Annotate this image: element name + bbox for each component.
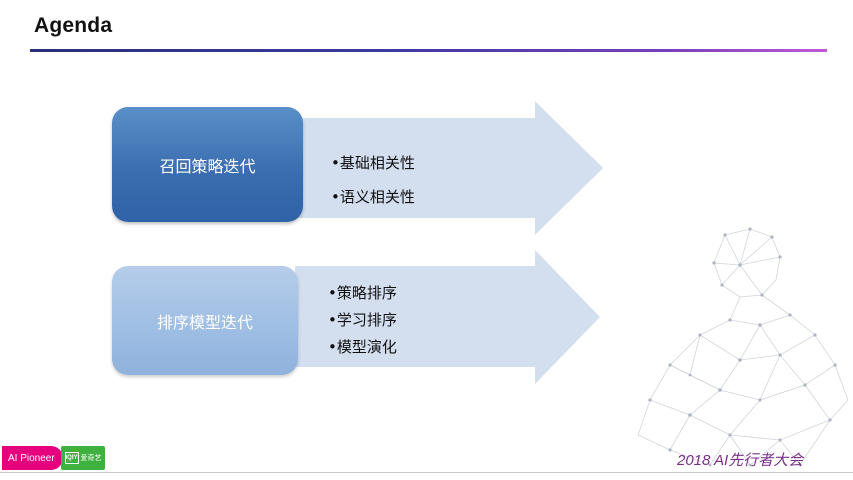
arrow-shape-1 — [295, 101, 603, 235]
slide-title: Agenda — [34, 14, 113, 37]
recall-bullet-list: •基础相关性 •语义相关性 — [331, 146, 415, 214]
title-underline — [30, 49, 827, 52]
list-item: •语义相关性 — [331, 188, 415, 206]
ai-pioneer-label: AI Pioneer — [8, 452, 55, 464]
section-label-ranking: 排序模型迭代 — [156, 312, 253, 332]
iqiyi-logo: iQIYI 爱奇艺 — [61, 446, 105, 470]
ranking-bullet-list: •策略排序 •学习排序 •模型演化 — [328, 280, 397, 361]
section-box-ranking: 排序模型迭代 — [112, 266, 298, 375]
iqiyi-logo-mark: iQIYI — [64, 452, 79, 464]
list-item: •策略排序 — [328, 284, 397, 302]
conference-name: 2018 AI先行者大会 — [677, 452, 804, 469]
footer-divider — [0, 472, 853, 473]
ai-pioneer-badge: AI Pioneer — [2, 446, 63, 470]
list-item: •模型演化 — [328, 338, 397, 356]
section-box-recall: 召回策略迭代 — [112, 107, 303, 222]
network-human-figure-icon — [637, 227, 849, 467]
iqiyi-logo-text: 爱奇艺 — [80, 455, 102, 462]
list-item: •基础相关性 — [331, 154, 415, 172]
arrow-shape-2 — [295, 250, 600, 384]
section-label-recall: 召回策略迭代 — [159, 156, 256, 176]
list-item: •学习排序 — [328, 311, 397, 329]
